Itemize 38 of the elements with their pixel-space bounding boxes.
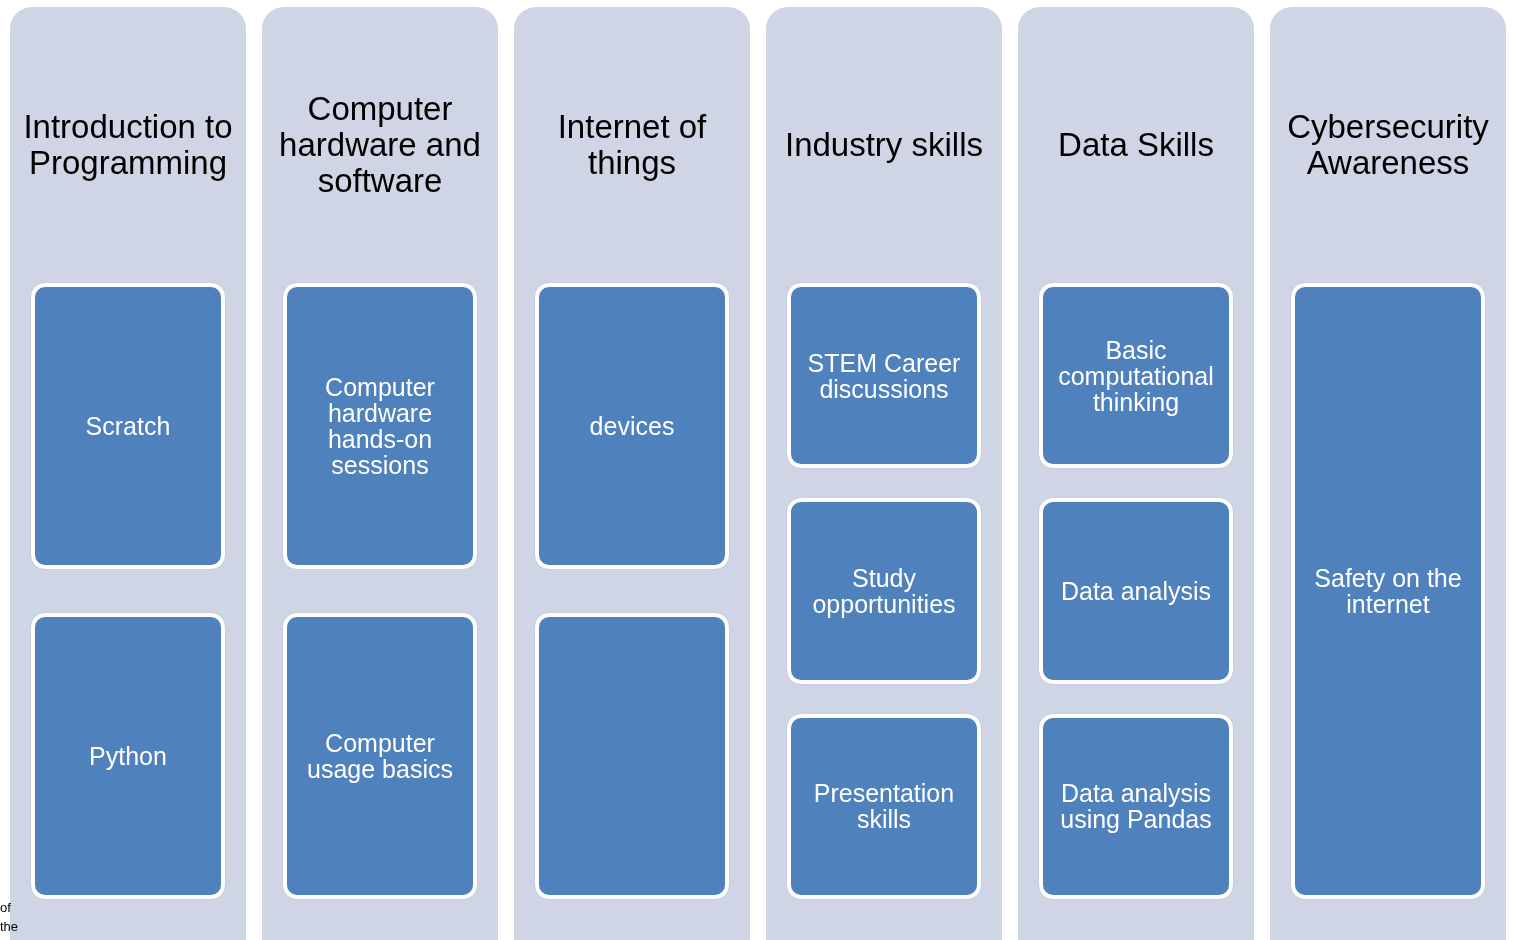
topic-text: Computer usage basics [306,730,454,782]
topic-box [31,283,225,569]
topic-text: Python [89,743,167,769]
column-heading: Industry skills [784,127,984,163]
topic-box [283,613,477,899]
column-heading: Data Skills [1058,127,1214,163]
category-column [766,7,1002,940]
topic-box [1039,713,1233,899]
column-heading: Introduction to Programming [22,109,234,181]
topic-text: devices [589,413,675,439]
topic-text: STEM Career discussions [806,349,962,402]
category-column [514,7,750,940]
topic-box [1291,283,1485,899]
topic-box [31,613,225,899]
topic-box [1039,498,1233,684]
topic-box [283,283,477,569]
topic-box [1039,283,1233,469]
category-column [1018,7,1254,940]
note-text: the [0,918,19,936]
topic-text: Study opportunities [811,565,957,617]
topic-text: Safety on the internet [1313,565,1463,617]
topic-box [787,713,981,899]
topic-box [787,498,981,684]
topic-text: Data analysis [1060,578,1212,604]
category-column [1270,7,1506,940]
topic-text: Data analysis using Pandas [1059,780,1213,833]
topic-text: Basic computational thinking [1057,336,1215,415]
column-heading: Cybersecurity Awareness [1286,109,1490,181]
category-column [262,7,498,940]
note-text: of [0,899,12,917]
topic-box [787,283,981,469]
topic-text: Computer hardware hands-on sessions [324,374,436,478]
column-heading: Computer hardware and software [278,91,482,199]
topic-text: Scratch [85,413,171,439]
topic-box [535,283,729,569]
topic-text: Presentation skills [812,780,956,833]
column-heading: Internet of things [556,109,708,181]
topic-box [535,613,729,899]
